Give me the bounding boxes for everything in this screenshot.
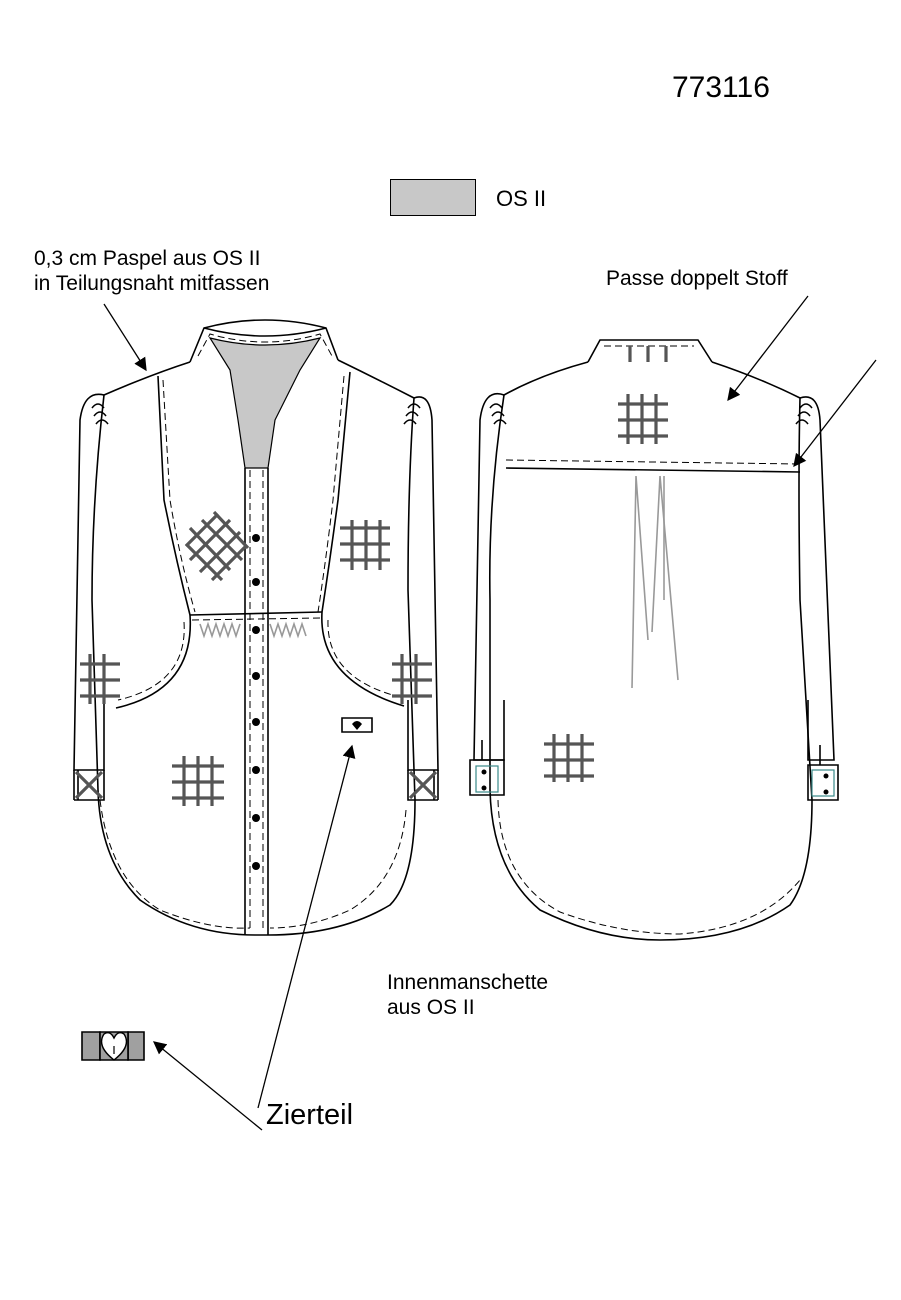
back-left-sleeve <box>473 393 505 761</box>
arrow-cuff <box>793 359 877 468</box>
front-view <box>73 319 439 936</box>
cuff-note-line-1: Innenmanschette <box>387 971 549 994</box>
legend-label: OS II <box>496 186 547 211</box>
piping-note-line-2: in Teilungsnaht mitfassen <box>34 272 270 296</box>
front-right-sleeve <box>407 396 439 771</box>
arrow-decoration-front <box>257 744 356 1109</box>
yoke-note: Passe doppelt Stoff <box>606 267 788 290</box>
back-body-outline <box>488 361 813 941</box>
front-collar <box>189 319 339 469</box>
decoration-detail <box>81 1031 145 1061</box>
back-yoke-seam <box>505 467 801 473</box>
legend-swatch <box>390 179 476 216</box>
back-view <box>469 339 839 941</box>
back-fabric-grid-marks <box>544 394 668 782</box>
arrow-yoke <box>727 295 809 402</box>
arrow-piping <box>103 303 147 372</box>
front-body-outline <box>91 359 416 936</box>
arrow-decoration-detail <box>152 1041 263 1131</box>
piping-note: 0,3 cm Paspel aus OS II in Teilungsnaht … <box>34 246 269 296</box>
article-number: 773116 <box>672 71 770 104</box>
cuff-note-line-2: aus OS II <box>387 996 475 1020</box>
front-left-sleeve <box>73 393 105 771</box>
cuff-note: Innenmanschette aus OS II <box>387 970 548 1020</box>
back-right-sleeve <box>799 396 835 761</box>
decoration-label: Zierteil <box>266 1099 354 1131</box>
front-fabric-grid-marks <box>74 510 438 806</box>
piping-note-line-1: 0,3 cm Paspel aus OS II <box>34 247 261 270</box>
front-buttons <box>252 534 260 870</box>
leader-arrows <box>103 295 877 1131</box>
back-collar <box>587 339 713 363</box>
